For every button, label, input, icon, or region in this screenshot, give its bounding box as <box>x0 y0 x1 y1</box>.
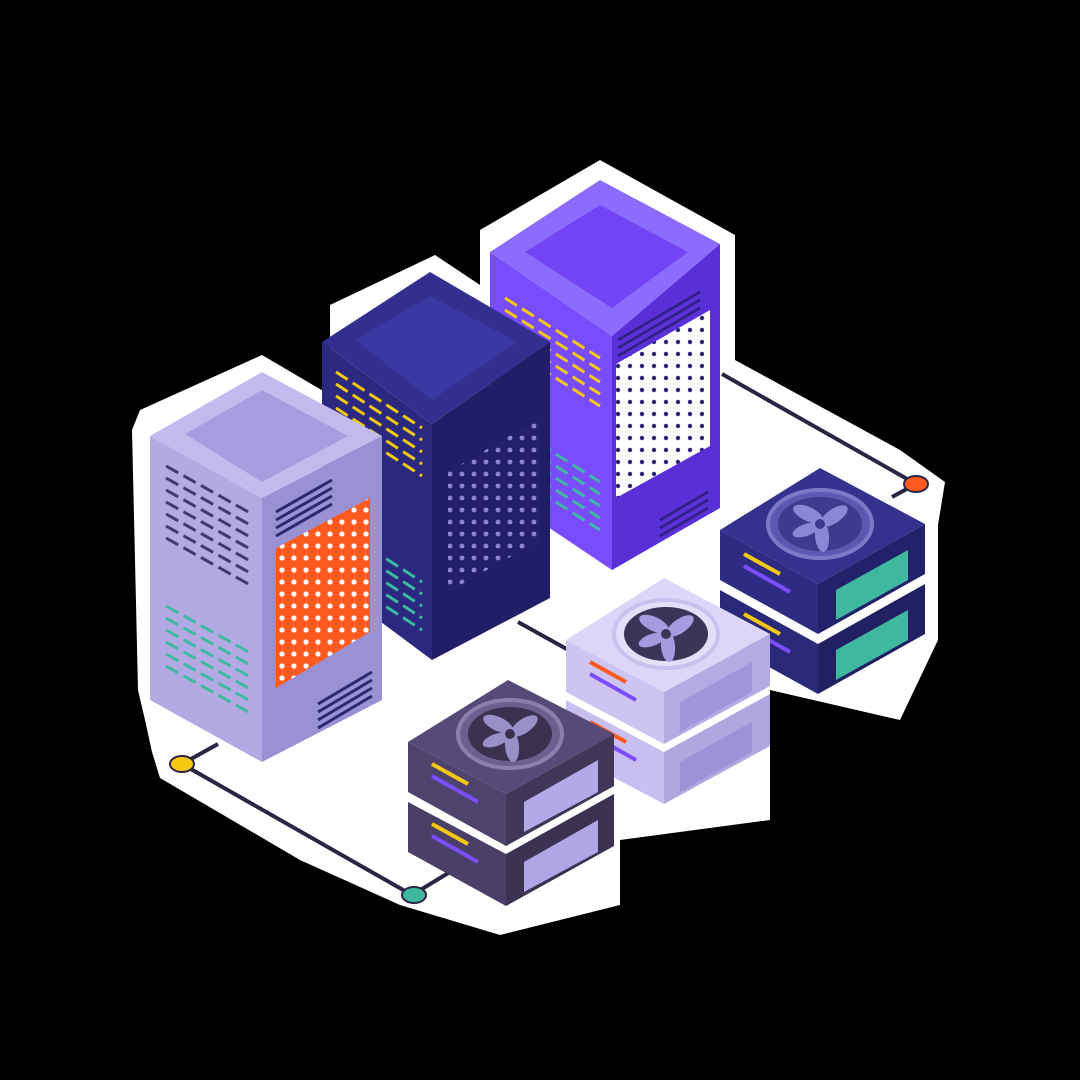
server-unit-stack-lavender <box>566 578 770 804</box>
fan-icon <box>612 598 720 670</box>
server-tower-light <box>150 372 382 762</box>
vent-grille-icon <box>448 418 540 592</box>
server-unit-stack-plum <box>408 680 614 906</box>
vent-grille-icon <box>616 310 710 498</box>
fan-icon <box>766 488 874 560</box>
connector-node-icon <box>401 886 427 904</box>
connector-node-icon <box>169 755 195 773</box>
fan-icon <box>456 698 564 770</box>
connector-node-icon <box>903 475 929 493</box>
vent-grille-icon <box>276 498 370 688</box>
connector-nodes <box>169 475 929 904</box>
